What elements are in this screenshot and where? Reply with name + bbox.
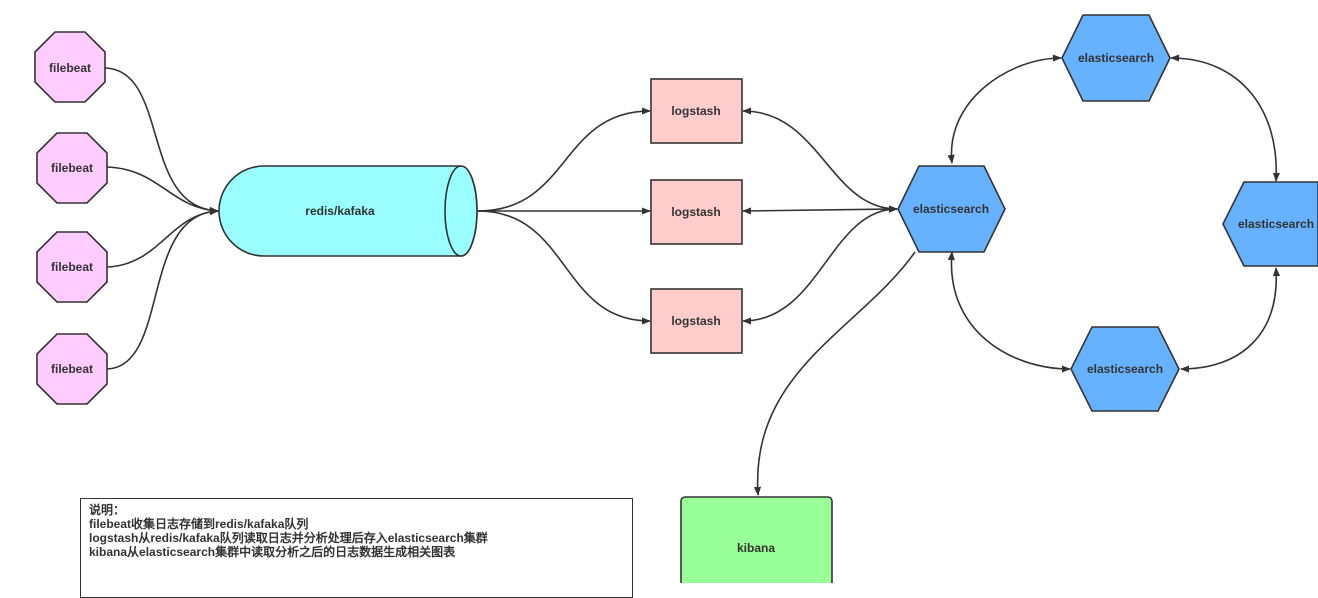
connectors	[104, 54, 1281, 496]
edge-queue-logstash-1	[477, 107, 651, 212]
elasticsearch-node-bottom: elasticsearch	[1070, 326, 1180, 412]
filebeat-label: filebeat	[51, 260, 93, 274]
edge-es-bottom-es-main	[947, 251, 1071, 373]
logstash-label: logstash	[671, 104, 720, 118]
kibana-label: kibana	[737, 541, 775, 555]
note-line-3: kibana从elasticsearch集群中读取分析之后的日志数据生成相关图表	[89, 545, 456, 559]
edge-es-right-es-bottom	[1180, 267, 1281, 373]
octagon-shape	[34, 31, 106, 103]
kibana-rect	[680, 496, 833, 583]
filebeat-node-3: filebeat	[36, 231, 108, 303]
note-title: 说明：	[89, 503, 126, 517]
elasticsearch-label: elasticsearch	[1078, 51, 1154, 65]
filebeat-node-4: filebeat	[36, 333, 108, 405]
logstash-node-3: logstash	[650, 288, 743, 354]
elasticsearch-group: elasticsearch elasticsearch elasticsearc…	[897, 14, 1318, 412]
elasticsearch-node-top: elasticsearch	[1061, 14, 1171, 102]
elasticsearch-node-main: elasticsearch	[897, 165, 1006, 253]
edge-logstash-1-es	[742, 107, 898, 213]
logstash-label: logstash	[671, 314, 720, 328]
logstash-rect	[650, 288, 743, 354]
hexagon-shape	[1070, 326, 1180, 412]
description-note: 说明： filebeat收集日志存储到redis/kafaka队列 logsta…	[80, 498, 633, 598]
edge-filebeat-1-queue	[104, 67, 219, 215]
logstash-group: logstash logstash logstash	[650, 78, 743, 354]
filebeat-label: filebeat	[51, 362, 93, 376]
logstash-node-2: logstash	[650, 179, 743, 245]
edge-filebeat-4-queue	[106, 207, 219, 370]
filebeat-group: filebeat filebeat filebeat filebeat	[34, 31, 108, 405]
edge-es-main-es-top	[947, 54, 1062, 164]
note-line-1: filebeat收集日志存储到redis/kafaka队列	[89, 517, 309, 531]
logstash-label: logstash	[671, 205, 720, 219]
elasticsearch-label: elasticsearch	[1238, 217, 1314, 231]
architecture-diagram: filebeat filebeat filebeat filebeat redi…	[34, 14, 1318, 583]
queue-node: redis/kafaka	[218, 165, 478, 257]
filebeat-node-1: filebeat	[34, 31, 106, 103]
edge-queue-logstash-3	[477, 210, 651, 325]
cylinder-end	[444, 165, 478, 257]
octagon-shape	[36, 231, 108, 303]
logstash-rect	[650, 78, 743, 144]
queue-label: redis/kafaka	[305, 204, 375, 218]
note-line-2: logstash从redis/kafaka队列读取日志并分析处理后存入elast…	[89, 531, 488, 545]
hexagon-shape	[1222, 181, 1318, 267]
octagon-shape	[36, 333, 108, 405]
edge-filebeat-2-queue	[106, 166, 219, 215]
octagon-shape	[36, 132, 108, 204]
elasticsearch-label: elasticsearch	[913, 202, 989, 216]
filebeat-node-2: filebeat	[36, 132, 108, 204]
edge-filebeat-3-queue	[106, 207, 219, 268]
edge-es-kibana	[753, 251, 916, 496]
logstash-node-1: logstash	[650, 78, 743, 144]
edge-logstash-2-es	[742, 205, 898, 215]
hexagon-shape	[1061, 14, 1171, 102]
elasticsearch-node-right: elasticsearch	[1222, 181, 1318, 267]
filebeat-label: filebeat	[51, 161, 93, 175]
filebeat-label: filebeat	[49, 61, 91, 75]
hexagon-shape	[897, 165, 1006, 253]
edge-es-top-es-right	[1170, 54, 1281, 182]
elasticsearch-label: elasticsearch	[1087, 362, 1163, 376]
kibana-node: kibana	[680, 496, 833, 583]
edge-logstash-3-es	[742, 205, 898, 325]
logstash-rect	[650, 179, 743, 245]
